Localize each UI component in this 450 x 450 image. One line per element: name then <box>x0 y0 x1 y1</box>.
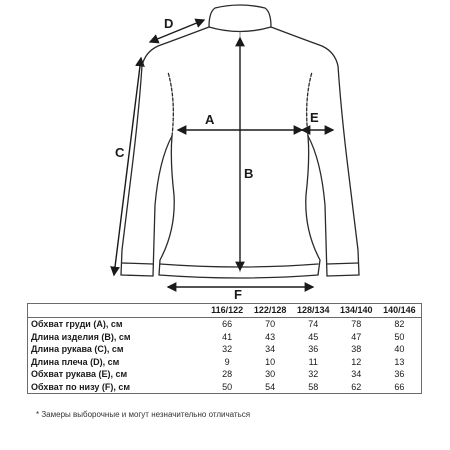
table-cell: 10 <box>265 356 276 367</box>
table-cell: 32 <box>222 344 233 354</box>
table-cell: 12 <box>351 356 362 367</box>
table-cell: 54 <box>265 381 276 392</box>
size-header-cell: 122/128 <box>248 303 292 318</box>
dimension-d-line <box>148 18 206 44</box>
table-cell: 41 <box>222 331 233 342</box>
table-cell: 66 <box>222 319 233 329</box>
table-cell: 36 <box>308 344 319 354</box>
table-cell: 9 <box>224 356 230 367</box>
table-cell: 28 <box>222 369 233 379</box>
table-cell: 50 <box>394 331 405 342</box>
table-cell: 13 <box>394 356 405 367</box>
dimension-lines <box>110 18 335 292</box>
size-header-cell: 140/146 <box>377 303 422 318</box>
table-cell: 11 <box>308 356 318 367</box>
table-cell: 30 <box>265 369 276 379</box>
table-cell: 82 <box>394 319 405 329</box>
table-row: Длина изделия (B), см 41 43 45 47 50 <box>28 331 422 344</box>
dimension-e-label: E <box>310 110 319 125</box>
table-cell: 34 <box>351 369 362 379</box>
measurement-note: * Замеры выборочные и могут незначительн… <box>36 410 251 419</box>
table-row: Обхват груди (A), см 66 70 74 78 82 <box>28 318 422 331</box>
table-cell: 58 <box>308 381 319 392</box>
table-row: Обхват по низу (F), см 50 54 58 62 66 <box>28 381 422 394</box>
size-header-row: 116/122 122/128 128/134 134/140 140/146 <box>27 303 422 318</box>
table-cell: 36 <box>394 369 405 379</box>
dimension-b-label: B <box>244 166 253 181</box>
dimension-c-label: C <box>115 145 125 160</box>
row-label: Длина изделия (B), см <box>31 331 131 342</box>
row-label: Длина плеча (D), см <box>31 356 120 367</box>
row-label: Обхват груди (A), см <box>31 319 123 329</box>
table-cell: 38 <box>351 344 362 354</box>
row-label: Обхват рукава (E), см <box>31 369 128 379</box>
table-cell: 32 <box>308 369 319 379</box>
dimension-d-label: D <box>164 16 173 31</box>
dimension-c-line <box>110 56 145 277</box>
size-header-cell: 128/134 <box>291 303 335 318</box>
table-cell: 34 <box>265 344 276 354</box>
table-cell: 70 <box>265 319 276 329</box>
table-cell: 47 <box>351 331 362 342</box>
garment-diagram: A B C D E F <box>110 4 360 300</box>
size-header-cell: 116/122 <box>205 303 249 318</box>
row-label: Длина рукава (C), см <box>31 344 124 354</box>
table-cell: 62 <box>351 381 362 392</box>
table-cell: 66 <box>394 381 405 392</box>
size-header-corner <box>27 303 206 318</box>
dimension-a-label: A <box>205 112 215 127</box>
size-header-cell: 134/140 <box>334 303 378 318</box>
table-cell: 40 <box>394 344 405 354</box>
dimension-f-label: F <box>234 287 242 300</box>
table-row: Обхват рукава (E), см 28 30 32 34 36 <box>28 368 422 381</box>
table-row: Длина плеча (D), см 9 10 11 12 13 <box>28 356 422 369</box>
table-cell: 50 <box>222 381 233 392</box>
size-table: 116/122 122/128 128/134 134/140 140/146 … <box>27 303 422 394</box>
table-cell: 45 <box>308 331 319 342</box>
table-row: Длина рукава (C), см 32 34 36 38 40 <box>28 343 422 356</box>
table-cell: 43 <box>265 331 276 342</box>
row-label: Обхват по низу (F), см <box>31 381 130 392</box>
table-cell: 74 <box>308 319 319 329</box>
table-cell: 78 <box>351 319 362 329</box>
